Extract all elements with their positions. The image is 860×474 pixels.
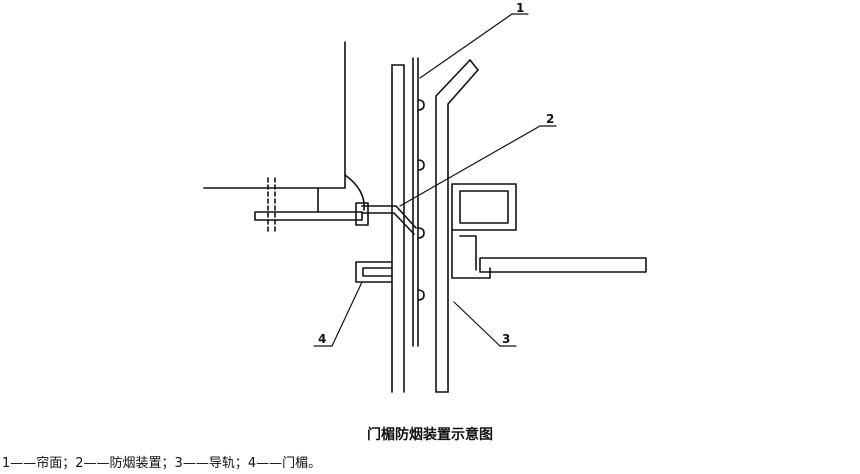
callout-2: 2 [546, 112, 554, 126]
callout-4: 4 [318, 332, 326, 346]
figure-legend: 1——帘面；2——防烟装置；3——导轨；4——门楣。 [2, 456, 322, 471]
wall-block [203, 41, 346, 189]
figure-title: 门楣防烟装置示意图 [367, 427, 493, 443]
curtain-sheet [412, 57, 425, 347]
door-lintel-smoke-prevention-diagram: 1 2 3 4 [203, 1, 647, 393]
callout-3: 3 [502, 332, 510, 346]
lintel-plate [254, 174, 369, 233]
rail-box-section [451, 183, 647, 279]
guide-rail [435, 59, 479, 393]
door-frame-channel [391, 64, 405, 393]
door-lintel [355, 261, 393, 283]
callout-1: 1 [516, 1, 524, 15]
smoke-prevention-device [361, 205, 417, 235]
callout-leaders [313, 13, 557, 347]
